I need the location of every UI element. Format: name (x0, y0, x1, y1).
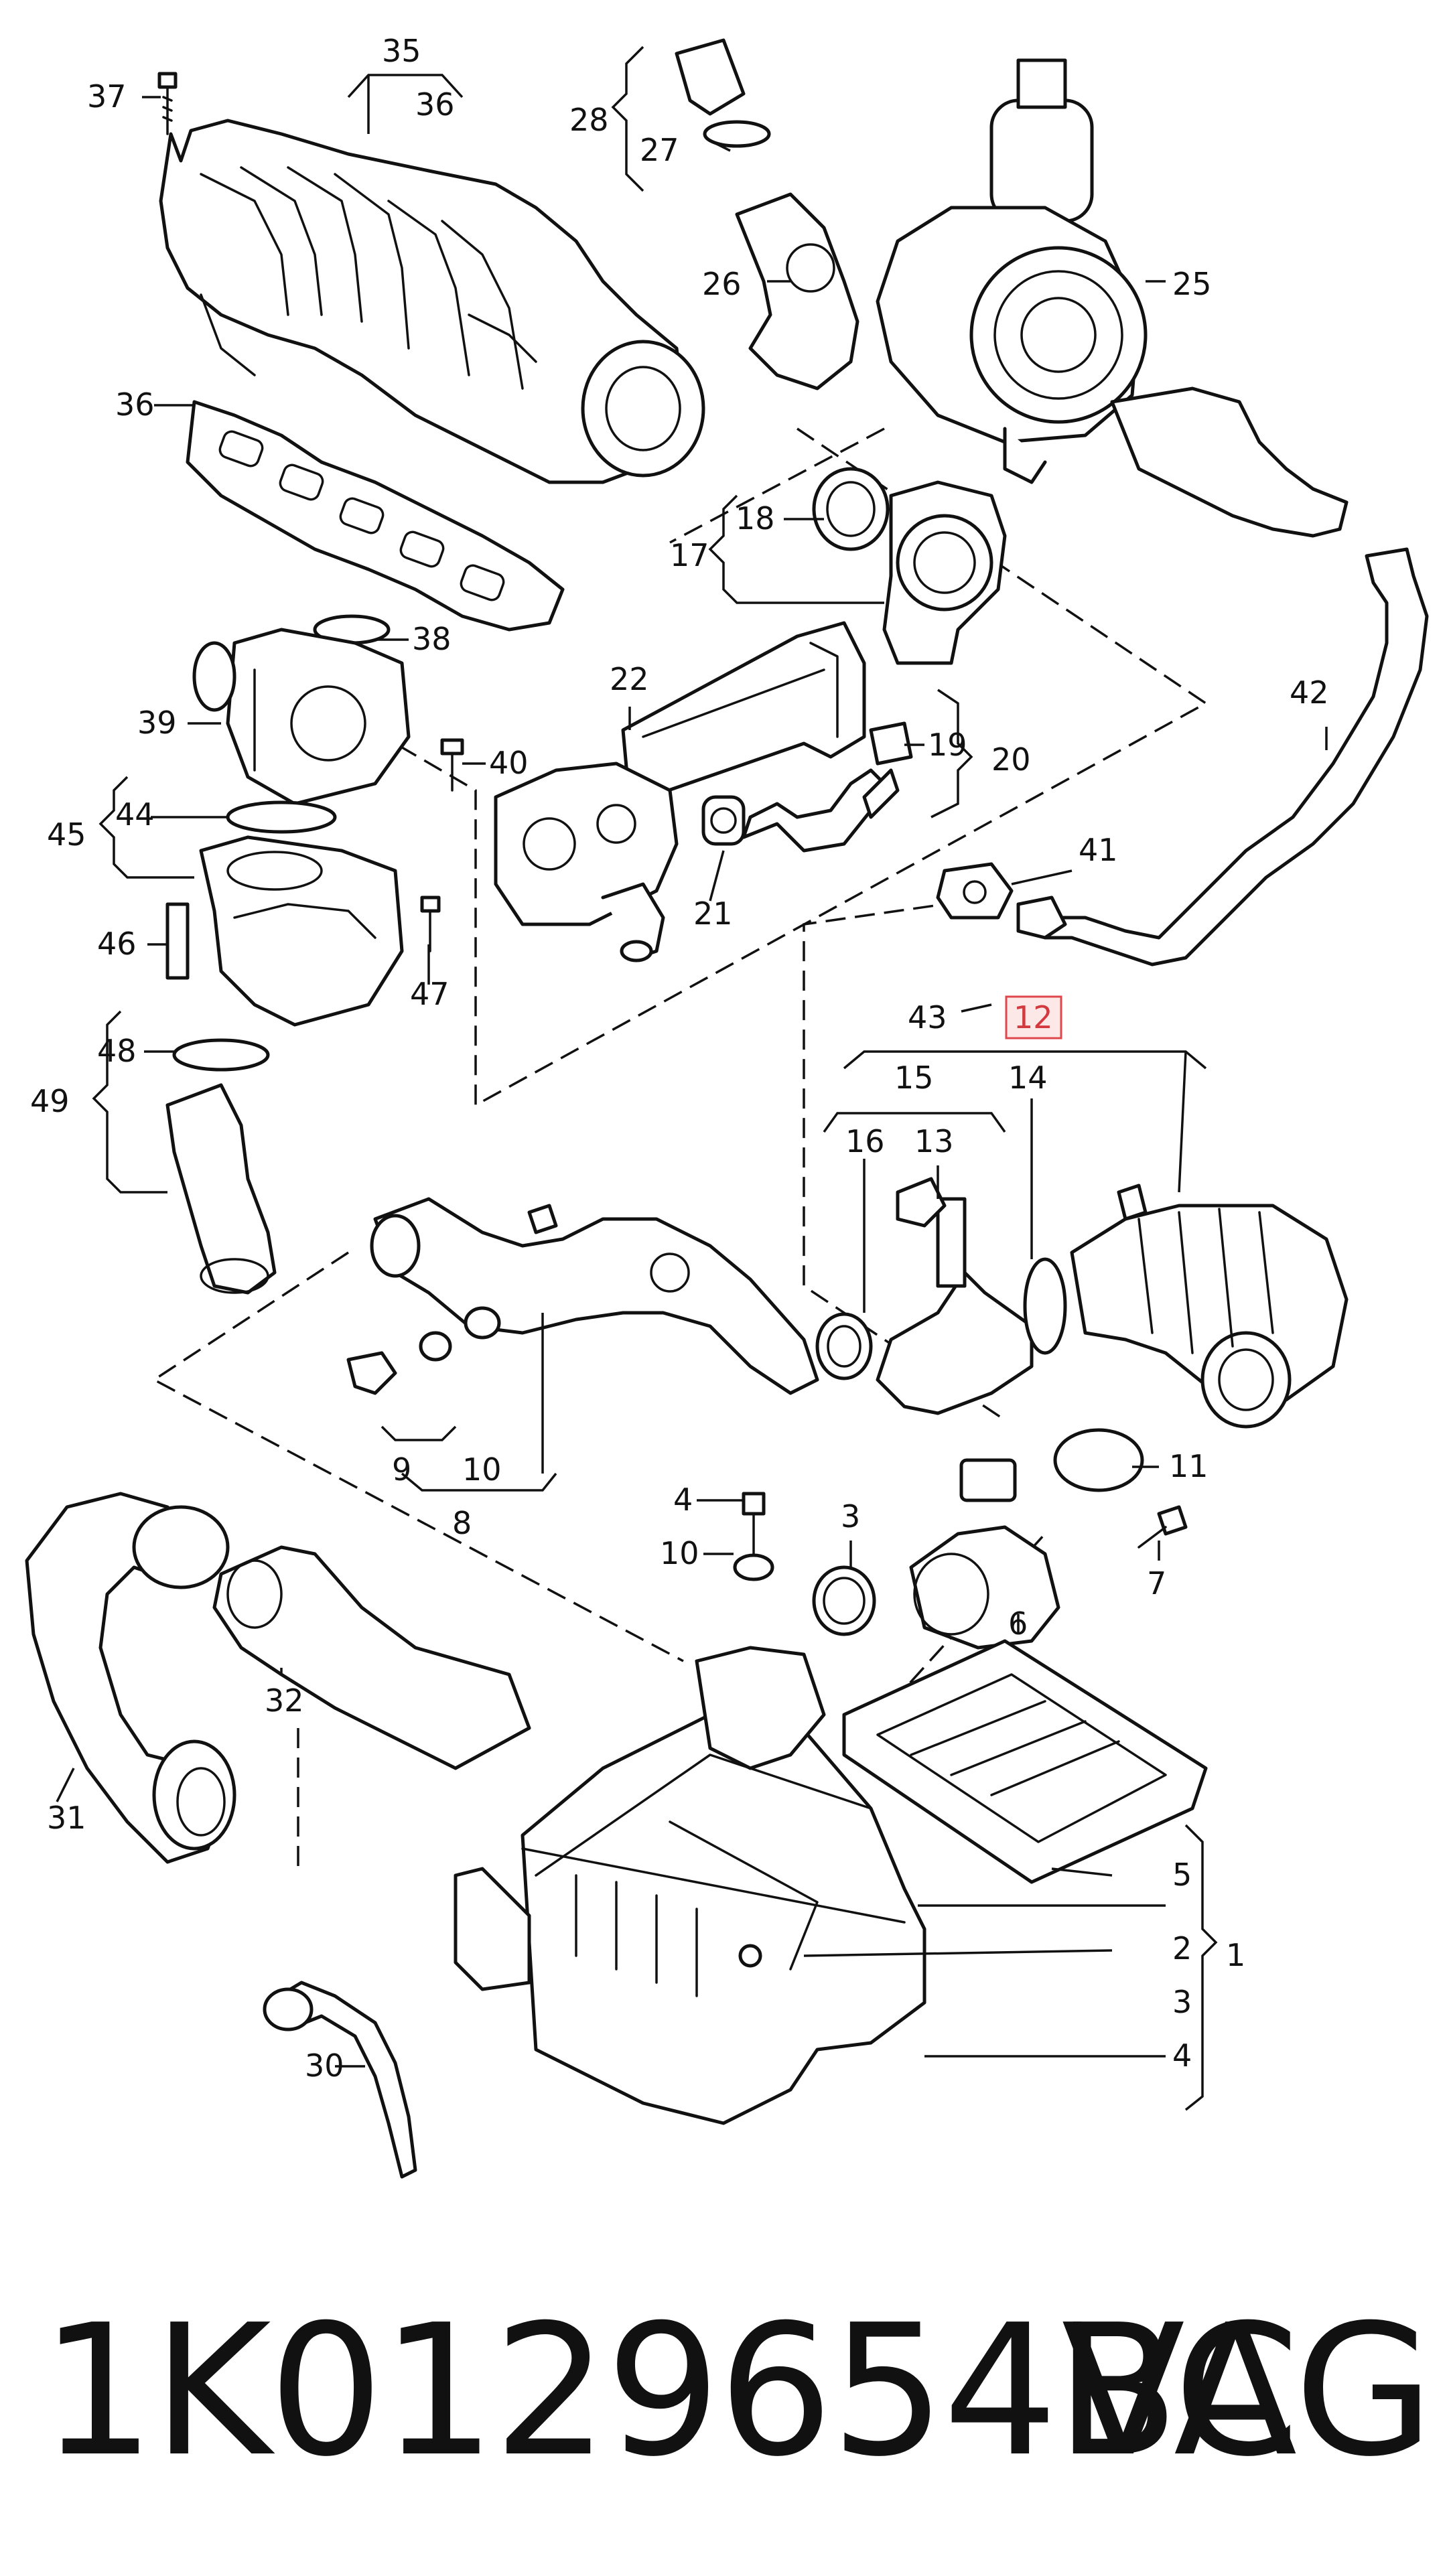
callout-25: 25 (1172, 266, 1212, 302)
callout-9: 9 (392, 1451, 411, 1488)
air-intake-hoses (25, 1492, 531, 2179)
hose-assembly-12 (815, 1177, 1349, 1429)
callout-10: 10 (660, 1535, 699, 1571)
callout-46: 46 (97, 926, 137, 962)
callout-44: 44 (115, 796, 155, 833)
highlight-box-12 (1005, 995, 1062, 1040)
sensor-and-clamps (733, 1428, 1188, 1650)
callout-18: 18 (736, 500, 775, 536)
callout-28: 28 (569, 102, 609, 138)
parts-exploded-diagram: 37 35 36 36 38 39 40 44 45 46 47 48 49 2… (25, 33, 1429, 2179)
callout-36: 36 (415, 86, 455, 123)
callout-43: 43 (908, 999, 947, 1035)
callout-4: 4 (673, 1482, 693, 1518)
callout-21: 21 (693, 896, 733, 932)
callout-22: 22 (610, 661, 649, 697)
callout-7: 7 (1147, 1565, 1166, 1601)
callout-6: 6 (1008, 1605, 1028, 1642)
callout-26: 26 (702, 266, 742, 302)
part-number: 1K0129654BC (40, 2285, 1300, 2496)
callout-36: 36 (115, 386, 155, 423)
callout-31: 31 (47, 1800, 86, 1836)
callout-19: 19 (928, 727, 967, 763)
callout-12: 12 (1014, 999, 1053, 1035)
callout-48: 48 (97, 1033, 137, 1069)
callout-30: 30 (305, 2048, 344, 2084)
callout-15: 15 (894, 1060, 934, 1096)
turbocharger (675, 38, 1349, 538)
callout-42: 42 (1290, 674, 1329, 711)
callout-38: 38 (412, 621, 452, 657)
callout-45: 45 (47, 816, 86, 853)
callout-13: 13 (914, 1123, 954, 1159)
callout-35: 35 (382, 33, 421, 69)
callout-2: 2 (1172, 1930, 1192, 1966)
callout-1: 1 (1226, 1937, 1245, 1973)
callout-14: 14 (1008, 1060, 1048, 1096)
manifold-gasket (186, 400, 565, 632)
callout-4: 4 (1172, 2037, 1192, 2074)
intake-connection (165, 800, 441, 1295)
group-braces (92, 46, 1218, 2111)
egr-pipe-42 (936, 547, 1429, 967)
leader-lines (56, 96, 1328, 2068)
callout-32: 32 (265, 1683, 304, 1719)
callout-40: 40 (489, 745, 529, 781)
callout-11: 11 (1169, 1448, 1209, 1484)
brand-name: VAG (1061, 2285, 1434, 2496)
callout-27: 27 (640, 132, 679, 168)
callout-47: 47 (410, 976, 450, 1012)
egr-valve-housing (812, 467, 1007, 665)
callout-8: 8 (452, 1505, 472, 1541)
callout-10: 10 (462, 1451, 502, 1488)
callout-37: 37 (87, 78, 127, 115)
callout-39: 39 (137, 705, 177, 741)
callout-3: 3 (1172, 1984, 1192, 2020)
callout-3: 3 (841, 1498, 860, 1534)
intake-manifold (157, 72, 705, 484)
egr-cooler (494, 621, 913, 962)
callout-16: 16 (845, 1123, 885, 1159)
callout-17: 17 (670, 537, 709, 573)
callout-5: 5 (1172, 1857, 1192, 1893)
callout-labels: 37 35 36 36 38 39 40 44 45 46 47 48 49 2… (30, 33, 1329, 2084)
air-filter-housing (454, 1639, 1208, 2125)
throttle-body (192, 614, 464, 806)
callout-20: 20 (991, 741, 1031, 778)
callout-49: 49 (30, 1083, 70, 1119)
charge-air-pipe (346, 1197, 819, 1395)
callout-41: 41 (1079, 832, 1118, 868)
